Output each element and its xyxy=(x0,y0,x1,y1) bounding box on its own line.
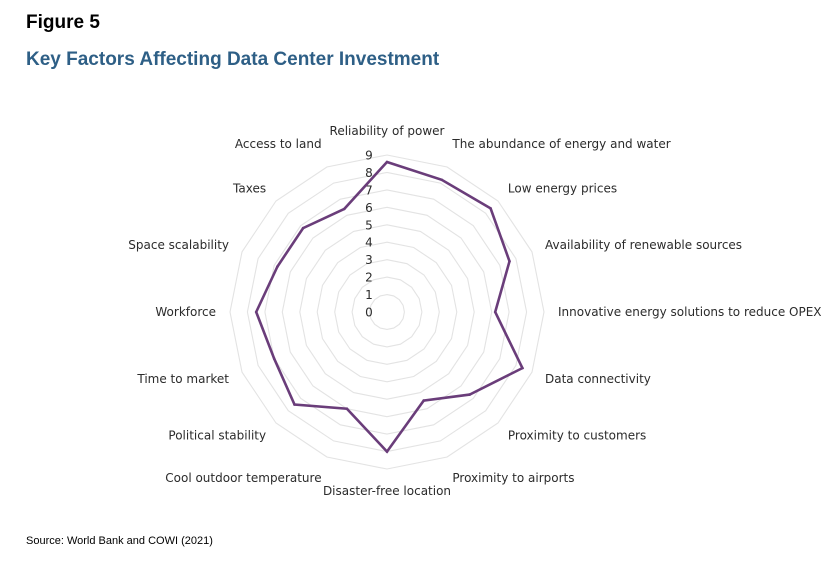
series-layer xyxy=(254,160,525,454)
grid-ring-9 xyxy=(229,154,545,470)
category-label: Availability of renewable sources xyxy=(545,238,742,252)
data-point xyxy=(385,160,389,164)
data-point xyxy=(468,393,471,396)
category-label: Disaster-free location xyxy=(323,484,451,498)
tick-label: 9 xyxy=(365,149,373,163)
category-label: Time to market xyxy=(136,372,229,386)
category-label: Access to land xyxy=(235,137,322,151)
tick-label: 8 xyxy=(365,166,373,180)
category-label: Data connectivity xyxy=(545,372,651,386)
data-point xyxy=(254,310,258,314)
data-point xyxy=(508,260,511,263)
radar-grid xyxy=(229,154,545,470)
data-point xyxy=(345,407,349,411)
chart-title: Key Factors Affecting Data Center Invest… xyxy=(26,49,440,70)
data-point xyxy=(385,450,389,453)
grid-ring-5 xyxy=(299,224,475,400)
data-point xyxy=(493,310,497,314)
category-label: Proximity to customers xyxy=(508,429,646,443)
data-point xyxy=(293,403,296,406)
data-point xyxy=(343,207,346,211)
data-point xyxy=(521,366,524,370)
grid-ring-6 xyxy=(281,206,493,418)
category-label: Cool outdoor temperature xyxy=(165,471,321,485)
data-point xyxy=(272,357,276,361)
tick-label: 5 xyxy=(365,218,373,232)
grid-ring-3 xyxy=(334,259,440,365)
tick-label: 3 xyxy=(365,253,373,267)
grid-ring-2 xyxy=(351,276,423,348)
grid-ring-1 xyxy=(369,294,405,330)
tick-label: 2 xyxy=(365,271,373,285)
data-point xyxy=(489,207,492,210)
category-label: Low energy prices xyxy=(508,181,617,195)
grid-ring-7 xyxy=(264,189,510,435)
tick-label: 7 xyxy=(365,183,373,197)
figure-label: Figure 5 xyxy=(26,12,100,33)
data-point xyxy=(276,265,279,268)
tick-label: 4 xyxy=(365,236,373,250)
category-label: The abundance of energy and water xyxy=(451,137,670,151)
tick-label: 0 xyxy=(365,306,373,320)
data-point xyxy=(440,178,444,182)
category-label: Reliability of power xyxy=(330,124,445,138)
category-label: Innovative energy solutions to reduce OP… xyxy=(558,305,822,319)
category-label: Space scalability xyxy=(128,238,229,252)
data-point xyxy=(422,399,426,402)
radial-tick-labels: 0 1 2 3 4 5 6 7 8 9 xyxy=(365,149,373,320)
grid-ring-4 xyxy=(316,241,458,383)
category-label: Workforce xyxy=(155,305,216,319)
category-label: Proximity to airports xyxy=(452,471,574,485)
category-label: Taxes xyxy=(232,181,266,195)
data-point xyxy=(301,226,305,230)
category-label: Political stability xyxy=(168,429,266,443)
source-note: Source: World Bank and COWI (2021) xyxy=(26,535,213,547)
tick-label: 6 xyxy=(365,201,373,215)
tick-label: 1 xyxy=(365,288,373,302)
series-line xyxy=(254,160,525,454)
grid-ring-8 xyxy=(246,171,528,453)
